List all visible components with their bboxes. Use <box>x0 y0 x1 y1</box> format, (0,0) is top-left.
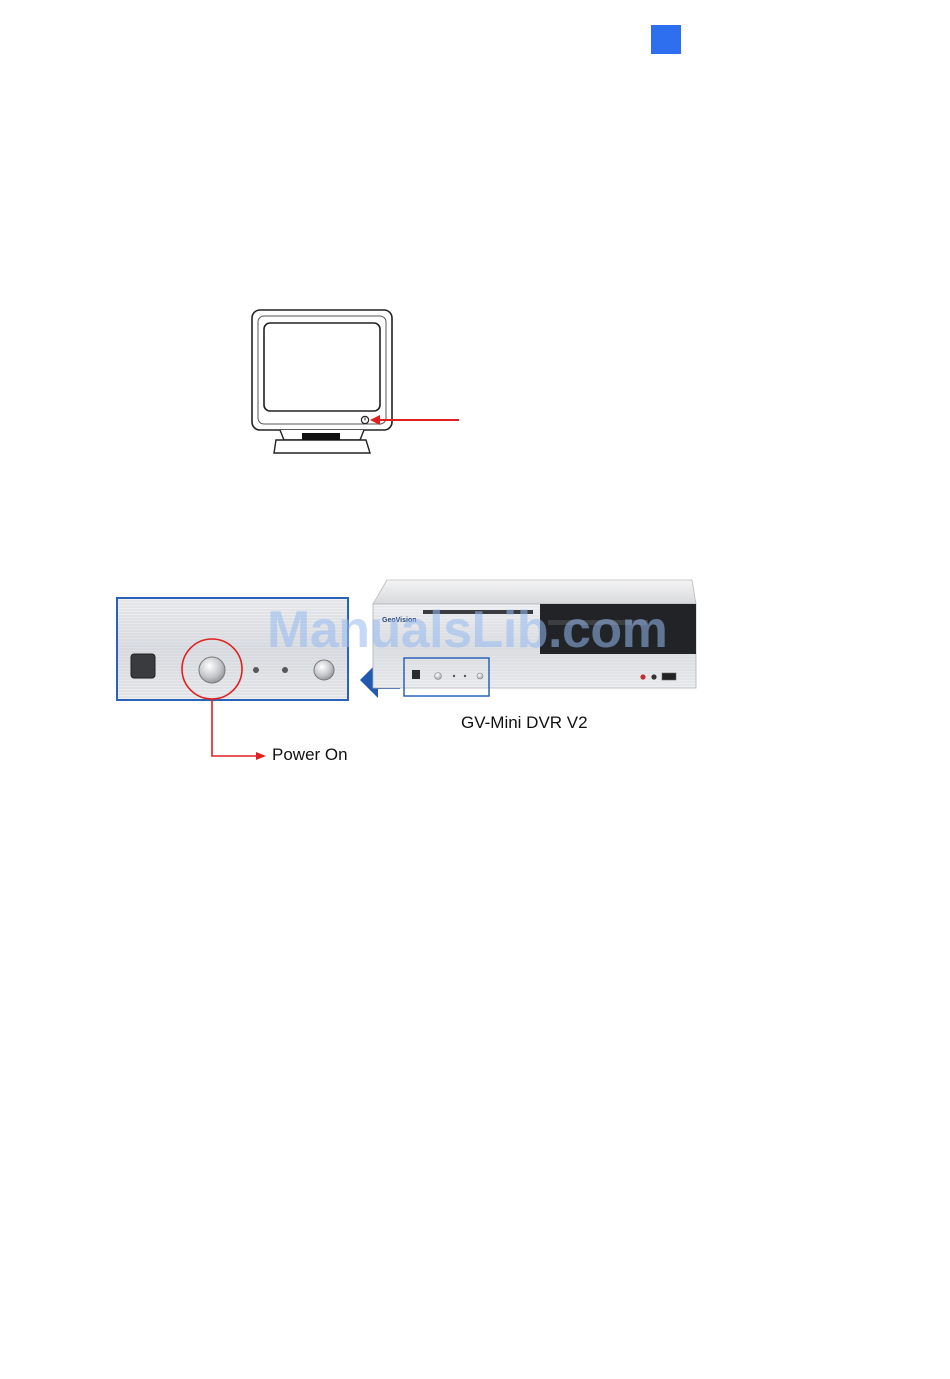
dvr-caption: GV-Mini DVR V2 <box>461 713 588 733</box>
monitor-power-button-icon <box>361 416 368 423</box>
chapter-tab-marker <box>651 25 681 54</box>
monitor-illustration <box>240 300 480 465</box>
watermark-text: ManualsLib.com <box>267 600 667 660</box>
power-on-label: Power On <box>272 745 348 765</box>
